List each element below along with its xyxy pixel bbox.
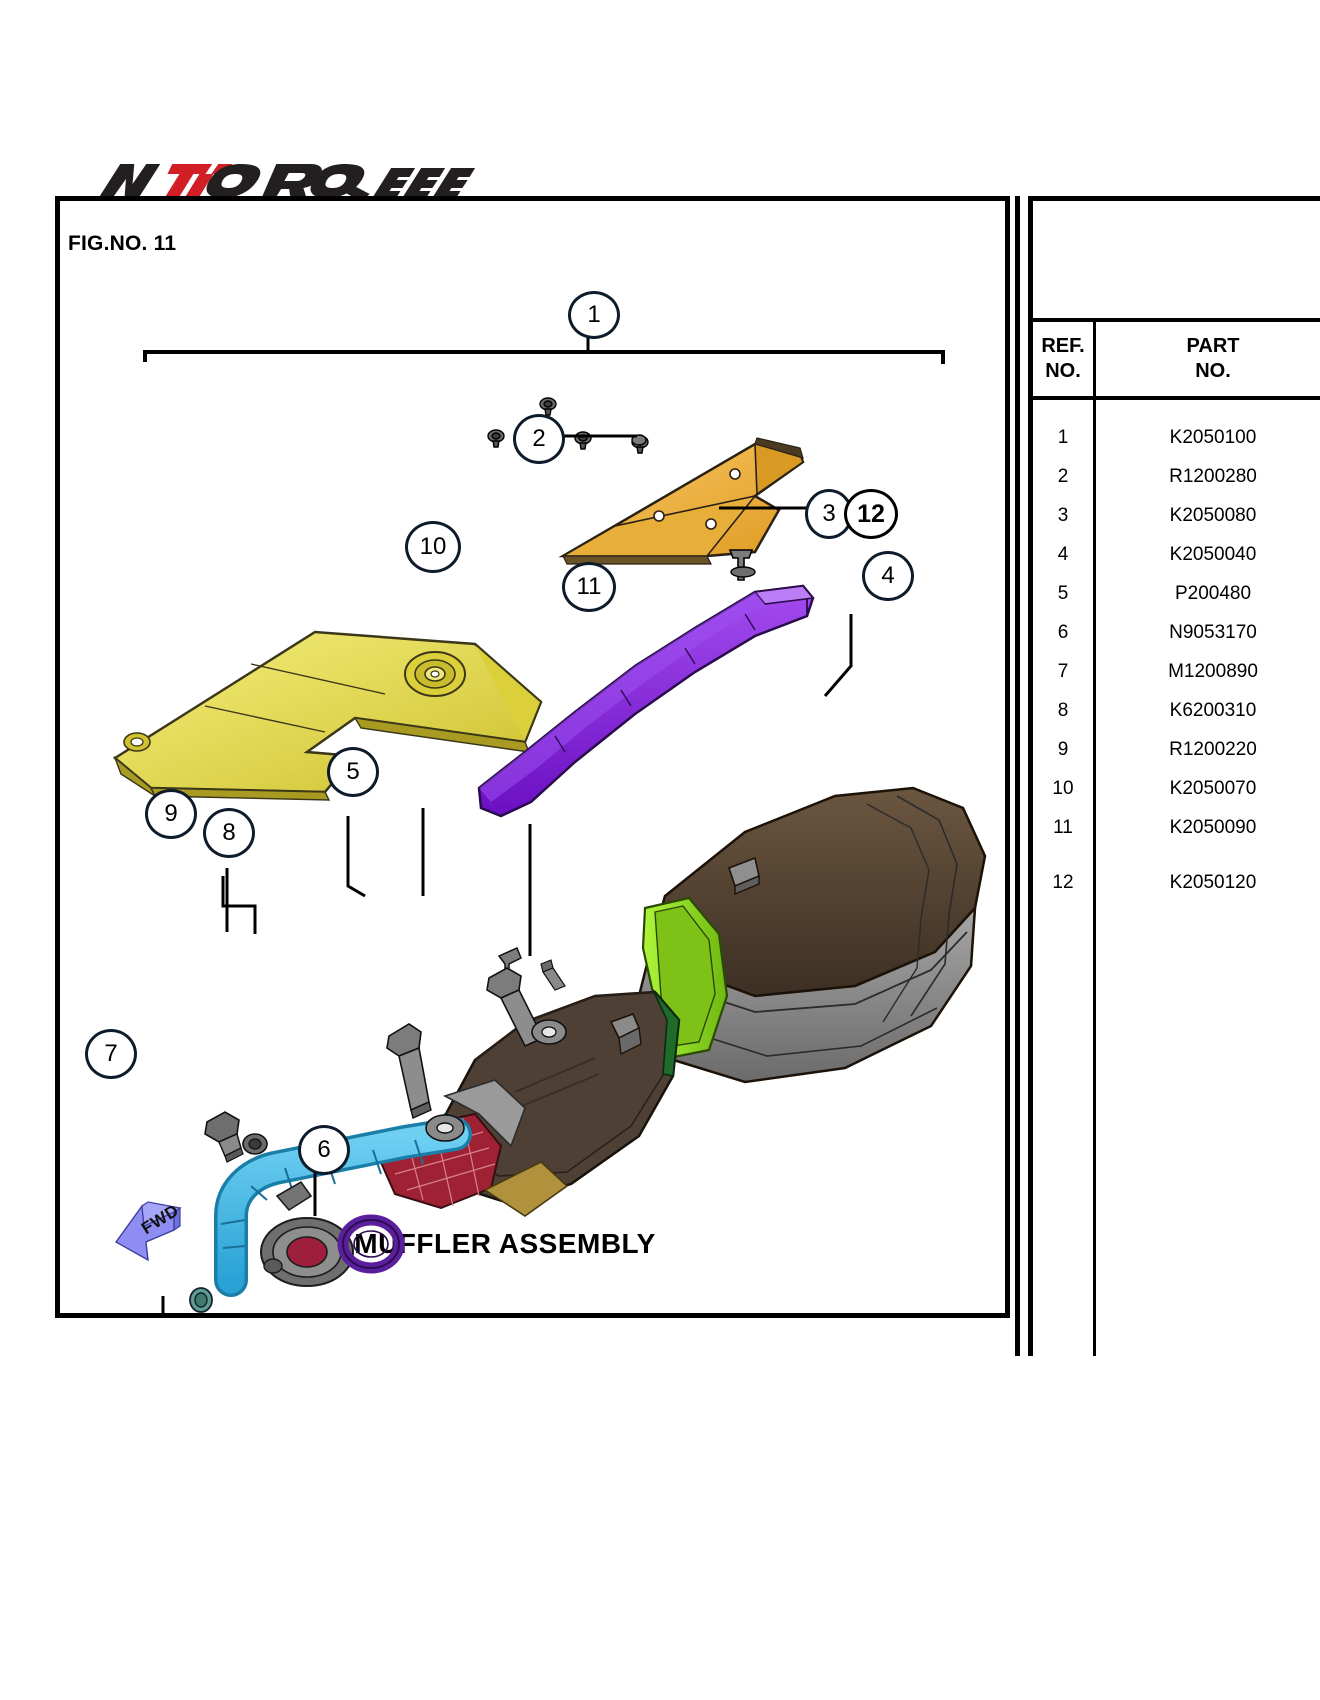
part-cowl-orange <box>558 437 805 565</box>
part-nuts-teal <box>189 1287 213 1313</box>
cell-part-no: K6200310 <box>1169 699 1257 721</box>
callout-5[interactable]: 5 <box>327 747 379 797</box>
cell-part-no: K2050040 <box>1169 543 1257 565</box>
callout-4[interactable]: 4 <box>862 551 914 601</box>
callout-11[interactable]: 11 <box>562 562 616 612</box>
callout-6[interactable]: 6 <box>298 1125 350 1175</box>
callout-2[interactable]: 2 <box>513 414 565 464</box>
leader-lines <box>161 434 853 1318</box>
ref-no-line1: REF. <box>1041 335 1085 357</box>
table-row[interactable]: 6 N9053170 <box>1033 613 1320 652</box>
cell-ref-no: 3 <box>1057 504 1069 526</box>
cell-part-no: K2050120 <box>1169 871 1257 893</box>
part-no-line2: NO. <box>1195 360 1231 382</box>
cell-ref-no: 12 <box>1052 871 1074 893</box>
cell-ref-no: 4 <box>1057 543 1069 565</box>
cell-ref-no: 8 <box>1057 699 1069 721</box>
parts-table-body: 1 K2050100 2 R1200280 3 K2050080 4 K2050040 5 P20… <box>1033 418 1320 902</box>
part-washer-5 <box>425 1114 465 1142</box>
table-header-bottom-rule <box>1033 396 1320 400</box>
callout-8[interactable]: 8 <box>203 808 255 858</box>
column-header-ref-no: REF. NO. <box>1033 324 1093 394</box>
column-header-part-no: PART NO. <box>1093 324 1320 394</box>
table-header-top-rule <box>1033 318 1320 322</box>
table-row[interactable]: 1 K2050100 <box>1033 418 1320 457</box>
assembly-bracket <box>143 350 945 364</box>
table-row[interactable]: 11 K2050090 <box>1033 808 1320 847</box>
table-row[interactable]: 2 R1200280 <box>1033 457 1320 496</box>
part-bolt-9 <box>204 1111 244 1163</box>
cell-ref-no: 5 <box>1057 582 1069 604</box>
part-nut-8 <box>242 1133 268 1155</box>
part-downpipe-blue <box>214 1117 472 1297</box>
callout-12[interactable]: 12 <box>844 489 898 539</box>
table-row[interactable]: 3 K2050080 <box>1033 496 1320 535</box>
table-row[interactable]: 7 M1200890 <box>1033 652 1320 691</box>
ref-no-line2: NO. <box>1045 360 1081 382</box>
fastener-clips-part2 <box>487 397 649 454</box>
parts-table-header: REF. NO. PART NO. <box>1033 324 1320 394</box>
fwd-direction-arrow: FWD <box>112 1196 192 1266</box>
cell-part-no: R1200220 <box>1169 738 1257 760</box>
table-row[interactable]: 5 P200480 <box>1033 574 1320 613</box>
part-bolt-5 <box>386 1023 432 1119</box>
cell-part-no: R1200280 <box>1169 465 1257 487</box>
part-protector-purple <box>477 584 815 818</box>
table-column-divider <box>1093 322 1096 1356</box>
cell-part-no: N9053170 <box>1169 621 1257 643</box>
cell-part-no: K2050100 <box>1169 426 1257 448</box>
table-row[interactable]: 12 K2050120 <box>1033 863 1320 902</box>
callout-10[interactable]: 10 <box>405 521 461 573</box>
figure-number: FIG.NO. 11 <box>68 232 177 255</box>
table-row[interactable]: 10 K2050070 <box>1033 769 1320 808</box>
callout-1[interactable]: 1 <box>568 291 620 339</box>
part-washer-left <box>531 1019 567 1045</box>
cell-ref-no: 2 <box>1057 465 1069 487</box>
part-no-line1: PART <box>1186 335 1240 357</box>
cell-ref-no: 1 <box>1057 426 1069 448</box>
ntorq-logo <box>88 158 488 206</box>
cell-part-no: M1200890 <box>1168 660 1258 682</box>
cell-part-no: P200480 <box>1174 582 1252 604</box>
callout-7[interactable]: 7 <box>85 1029 137 1079</box>
table-outer-rule <box>1015 196 1020 1356</box>
table-row[interactable]: 4 K2050040 <box>1033 535 1320 574</box>
cell-part-no: K2050090 <box>1169 816 1257 838</box>
washer-below-cowl <box>730 566 756 578</box>
cell-part-no: K2050080 <box>1169 504 1257 526</box>
table-row[interactable]: 8 K6200310 <box>1033 691 1320 730</box>
screw-below-cowl <box>728 549 754 581</box>
cell-ref-no: 9 <box>1057 738 1069 760</box>
callout-9[interactable]: 9 <box>145 789 197 839</box>
cell-ref-no: 10 <box>1052 777 1074 799</box>
parts-table-frame <box>1028 196 1320 1356</box>
exploded-view-drawing <box>112 322 987 1318</box>
part-heat-shield-yellow <box>112 630 543 801</box>
part-gasket-ring <box>337 1214 405 1274</box>
cell-part-no: K2050070 <box>1169 777 1257 799</box>
cell-ref-no: 6 <box>1057 621 1069 643</box>
table-row[interactable]: 9 R1200220 <box>1033 730 1320 769</box>
cell-ref-no: 11 <box>1053 816 1073 838</box>
cell-ref-no: 7 <box>1057 660 1069 682</box>
fastener-pin-left <box>540 959 566 991</box>
